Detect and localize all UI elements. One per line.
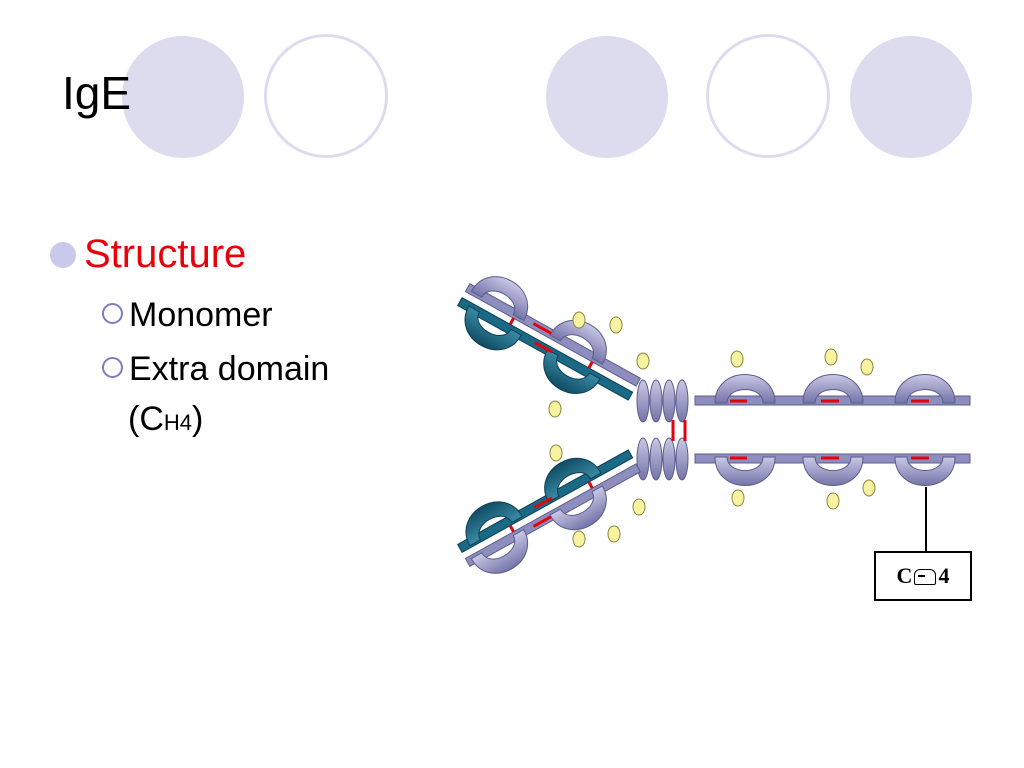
decor-circle <box>546 36 668 158</box>
decor-ring <box>264 34 388 158</box>
ige-structure-diagram <box>455 275 971 575</box>
heavy-chain-upper <box>694 374 971 406</box>
heavy-chain-lower <box>694 453 971 486</box>
bullet-structure: Structure <box>50 232 246 277</box>
decor-circle <box>850 36 972 158</box>
message-icon <box>914 569 937 585</box>
subscript-text: H4 <box>163 410 193 435</box>
bullet-extra-domain: Extra domain <box>102 350 329 389</box>
bullet-text: Structure <box>84 232 247 276</box>
bullet-text: Extra domain <box>129 350 330 388</box>
bullet-text: (C <box>128 400 164 438</box>
fab-arm-upper <box>455 275 642 405</box>
slide-title: IgE <box>62 67 132 119</box>
decor-ring <box>706 34 830 158</box>
fab-arm-lower <box>455 447 642 575</box>
bullet-text: Monomer <box>129 296 273 334</box>
decor-circle <box>122 36 244 158</box>
label-suffix: 4 <box>938 563 950 588</box>
ring-bullet-icon <box>102 303 123 324</box>
bullet-monomer: Monomer <box>102 296 273 335</box>
hinge-region <box>636 379 689 481</box>
label-prefix: C <box>896 563 913 588</box>
ring-bullet-icon <box>102 357 123 378</box>
bullet-text: ) <box>192 400 204 438</box>
carbohydrate-groups <box>548 311 876 548</box>
bullet-dot-icon <box>50 241 76 268</box>
